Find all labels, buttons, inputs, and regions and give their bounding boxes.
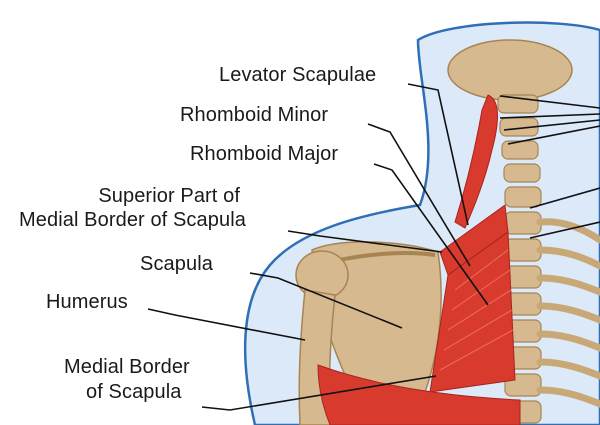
label-medial-border-line2: of Scapula <box>86 381 182 403</box>
label-rhomboid-minor: Rhomboid Minor <box>180 104 329 126</box>
leader-rhomboid-minor <box>367 123 471 267</box>
label-superior-part-line1: Superior Part of <box>98 185 240 207</box>
leader-medial-border <box>201 375 437 411</box>
leader-superior-part <box>287 230 443 253</box>
leader-scapula <box>249 272 403 329</box>
label-levator-scapulae: Levator Scapulae <box>219 64 377 86</box>
muscle-fibers <box>439 249 514 371</box>
leader-levator-scapulae <box>407 83 469 226</box>
label-medial-border-line1: Medial Border <box>64 356 190 378</box>
label-rhomboid-major: Rhomboid Major <box>190 143 339 165</box>
leader-lines <box>147 83 489 411</box>
levator-scapulae-muscle <box>454 94 499 229</box>
label-superior-part-line2: Medial Border of Scapula <box>19 209 246 231</box>
leader-rhomboid-major <box>373 163 489 306</box>
lower-muscle-band <box>317 364 521 425</box>
leader-humerus <box>147 308 306 341</box>
label-scapula: Scapula <box>140 253 213 275</box>
label-humerus: Humerus <box>46 291 128 313</box>
skull-base <box>447 39 573 101</box>
spine-callouts <box>499 95 600 239</box>
ribs <box>536 218 600 408</box>
rhomboid-major-muscle <box>429 231 516 393</box>
